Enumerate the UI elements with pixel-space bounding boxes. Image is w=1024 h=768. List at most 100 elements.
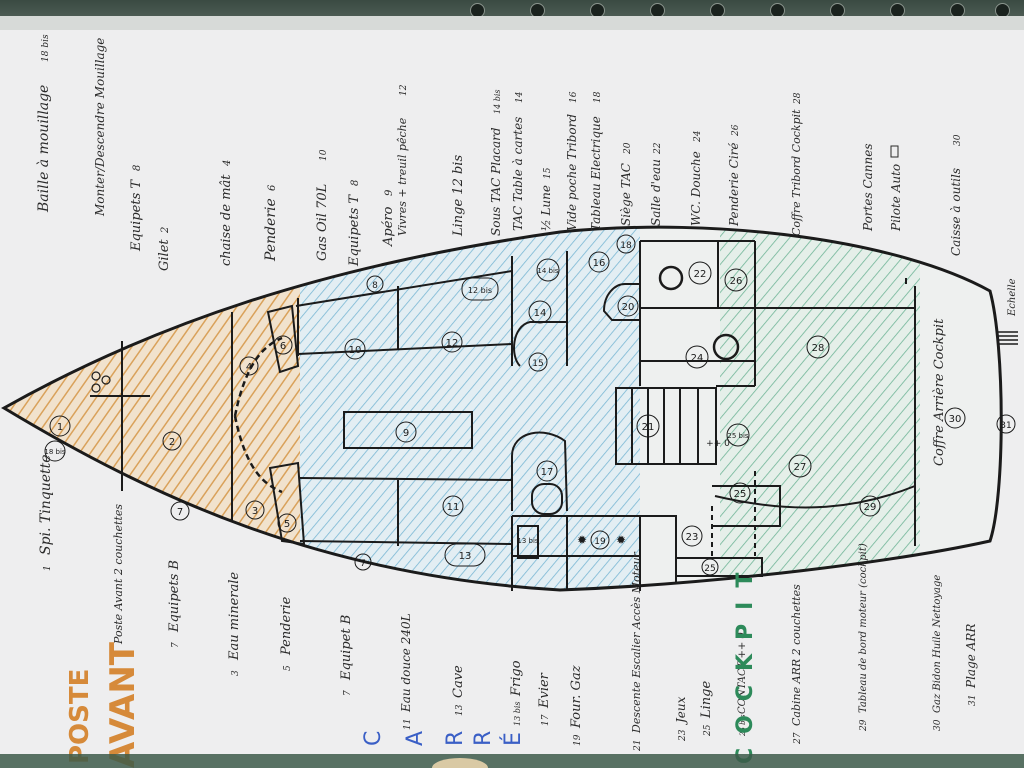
svg-text:17: 17 — [541, 467, 554, 478]
svg-text:30: 30 — [949, 414, 962, 425]
svg-text:30: 30 — [953, 134, 963, 146]
svg-text:Cave: Cave — [451, 665, 466, 698]
svg-text:Baille à mouillage: Baille à mouillage — [36, 85, 52, 213]
svg-text:14: 14 — [534, 308, 547, 319]
carre-vertical-label: C A R R É — [361, 731, 526, 746]
marker-31: 31 — [996, 414, 1016, 434]
svg-text:9: 9 — [403, 428, 409, 439]
svg-text:✹: ✹ — [616, 533, 626, 547]
bow-small-circles — [91, 371, 111, 393]
svg-text:8: 8 — [350, 180, 361, 186]
saloon-zone — [300, 227, 640, 590]
svg-text:Equipets T: Equipets T — [347, 194, 362, 267]
svg-text:8: 8 — [132, 165, 143, 171]
svg-text:Four. Gaz: Four. Gaz — [569, 665, 584, 729]
desk-edge — [0, 754, 1024, 768]
echelle-icon — [998, 331, 1018, 345]
svg-text:13 bis: 13 bis — [517, 537, 539, 545]
svg-text:29: 29 — [859, 719, 869, 732]
marker-7b: 7 — [354, 553, 372, 571]
cockpit-vertical-label: COCKPIT — [733, 559, 758, 764]
svg-text:3: 3 — [231, 670, 241, 676]
svg-text:6: 6 — [267, 184, 278, 191]
legend-bottom-item: 7 Equipet B — [339, 615, 354, 696]
marker-16: 16 — [588, 251, 610, 273]
stern-dot: · — [1000, 389, 1003, 398]
svg-text:19: 19 — [594, 537, 606, 547]
svg-text:½ Lune: ½ Lune — [539, 185, 553, 231]
marker-29: 29 — [859, 495, 881, 517]
svg-text:27: 27 — [793, 732, 803, 745]
svg-text:26: 26 — [731, 124, 741, 137]
svg-text:Linge: Linge — [699, 681, 714, 719]
svg-text:Portes Cannes: Portes Cannes — [861, 144, 875, 233]
svg-text:12 bis: 12 bis — [468, 286, 492, 295]
svg-text:Penderie: Penderie — [263, 198, 279, 262]
marker-4: 4 — [239, 356, 259, 376]
svg-text:Sous TAC Placard: Sous TAC Placard — [489, 127, 503, 236]
svg-text:++ 0: ++ 0 — [706, 439, 730, 449]
marker-24: 24 — [685, 345, 709, 369]
svg-text:24: 24 — [693, 130, 703, 143]
svg-text:10: 10 — [319, 149, 329, 161]
svg-text:25: 25 — [703, 724, 713, 737]
hull-outline — [1, 225, 1003, 592]
svg-text:24: 24 — [691, 353, 704, 364]
marker-23: 23 — [681, 525, 703, 547]
legend-bottom-item: Poste Avant 2 couchettes — [112, 504, 125, 645]
legend-top-item: Monter/Descendre Mouillage — [93, 38, 107, 217]
svg-text:16: 16 — [593, 258, 606, 269]
svg-text:25: 25 — [734, 489, 747, 500]
svg-text:Salle d'eau: Salle d'eau — [649, 159, 663, 226]
svg-text:2: 2 — [169, 437, 175, 448]
marker-12bis: 12 bis — [461, 277, 499, 301]
svg-text:R: R — [471, 731, 496, 746]
marker-19: 19✹✹ — [577, 530, 626, 550]
poste-title-line1: POSTE — [65, 669, 95, 764]
marker-27: 27 — [788, 454, 812, 478]
marker-17: 17 — [536, 460, 558, 482]
marker-6: 6 — [273, 335, 293, 355]
svg-text:Eau minerale: Eau minerale — [227, 572, 242, 661]
svg-text:1: 1 — [43, 565, 53, 571]
svg-text:25 bis: 25 bis — [727, 432, 749, 440]
svg-text:Evier: Evier — [537, 672, 552, 709]
svg-text:Monter/Descendre Mouillage: Monter/Descendre Mouillage — [93, 38, 107, 217]
svg-text:Equipet B: Equipet B — [339, 615, 354, 681]
marker-13: 13 — [444, 543, 486, 567]
svg-text:Tableau de bord moteur (cockpi: Tableau de bord moteur (cockpit) — [858, 543, 869, 713]
svg-text:C: C — [361, 731, 386, 746]
marker-11: 11 — [442, 495, 464, 517]
svg-text:14 bis: 14 bis — [493, 89, 502, 114]
svg-text:7: 7 — [343, 690, 353, 696]
svg-text:4: 4 — [246, 362, 252, 373]
svg-text:12: 12 — [399, 84, 409, 96]
legend-top-item: Sous TAC Placard 14 bis — [489, 89, 503, 236]
svg-text:25 bis: 25 bis — [739, 714, 747, 737]
svg-text:3: 3 — [252, 506, 258, 517]
marker-25bis: 25 bis++ 0 — [706, 423, 750, 449]
svg-text:18 bis: 18 bis — [44, 448, 66, 456]
marker-14: 14 — [528, 300, 552, 324]
svg-text:29: 29 — [864, 502, 877, 513]
marker-18: 18 — [616, 234, 636, 254]
svg-text:31: 31 — [968, 695, 978, 706]
svg-text:Equipets B: Equipets B — [167, 560, 182, 633]
marker-8: 8 — [366, 275, 384, 293]
marker-26: 26 — [724, 268, 748, 292]
legend-top-item: Linge 12 bis — [451, 155, 466, 237]
